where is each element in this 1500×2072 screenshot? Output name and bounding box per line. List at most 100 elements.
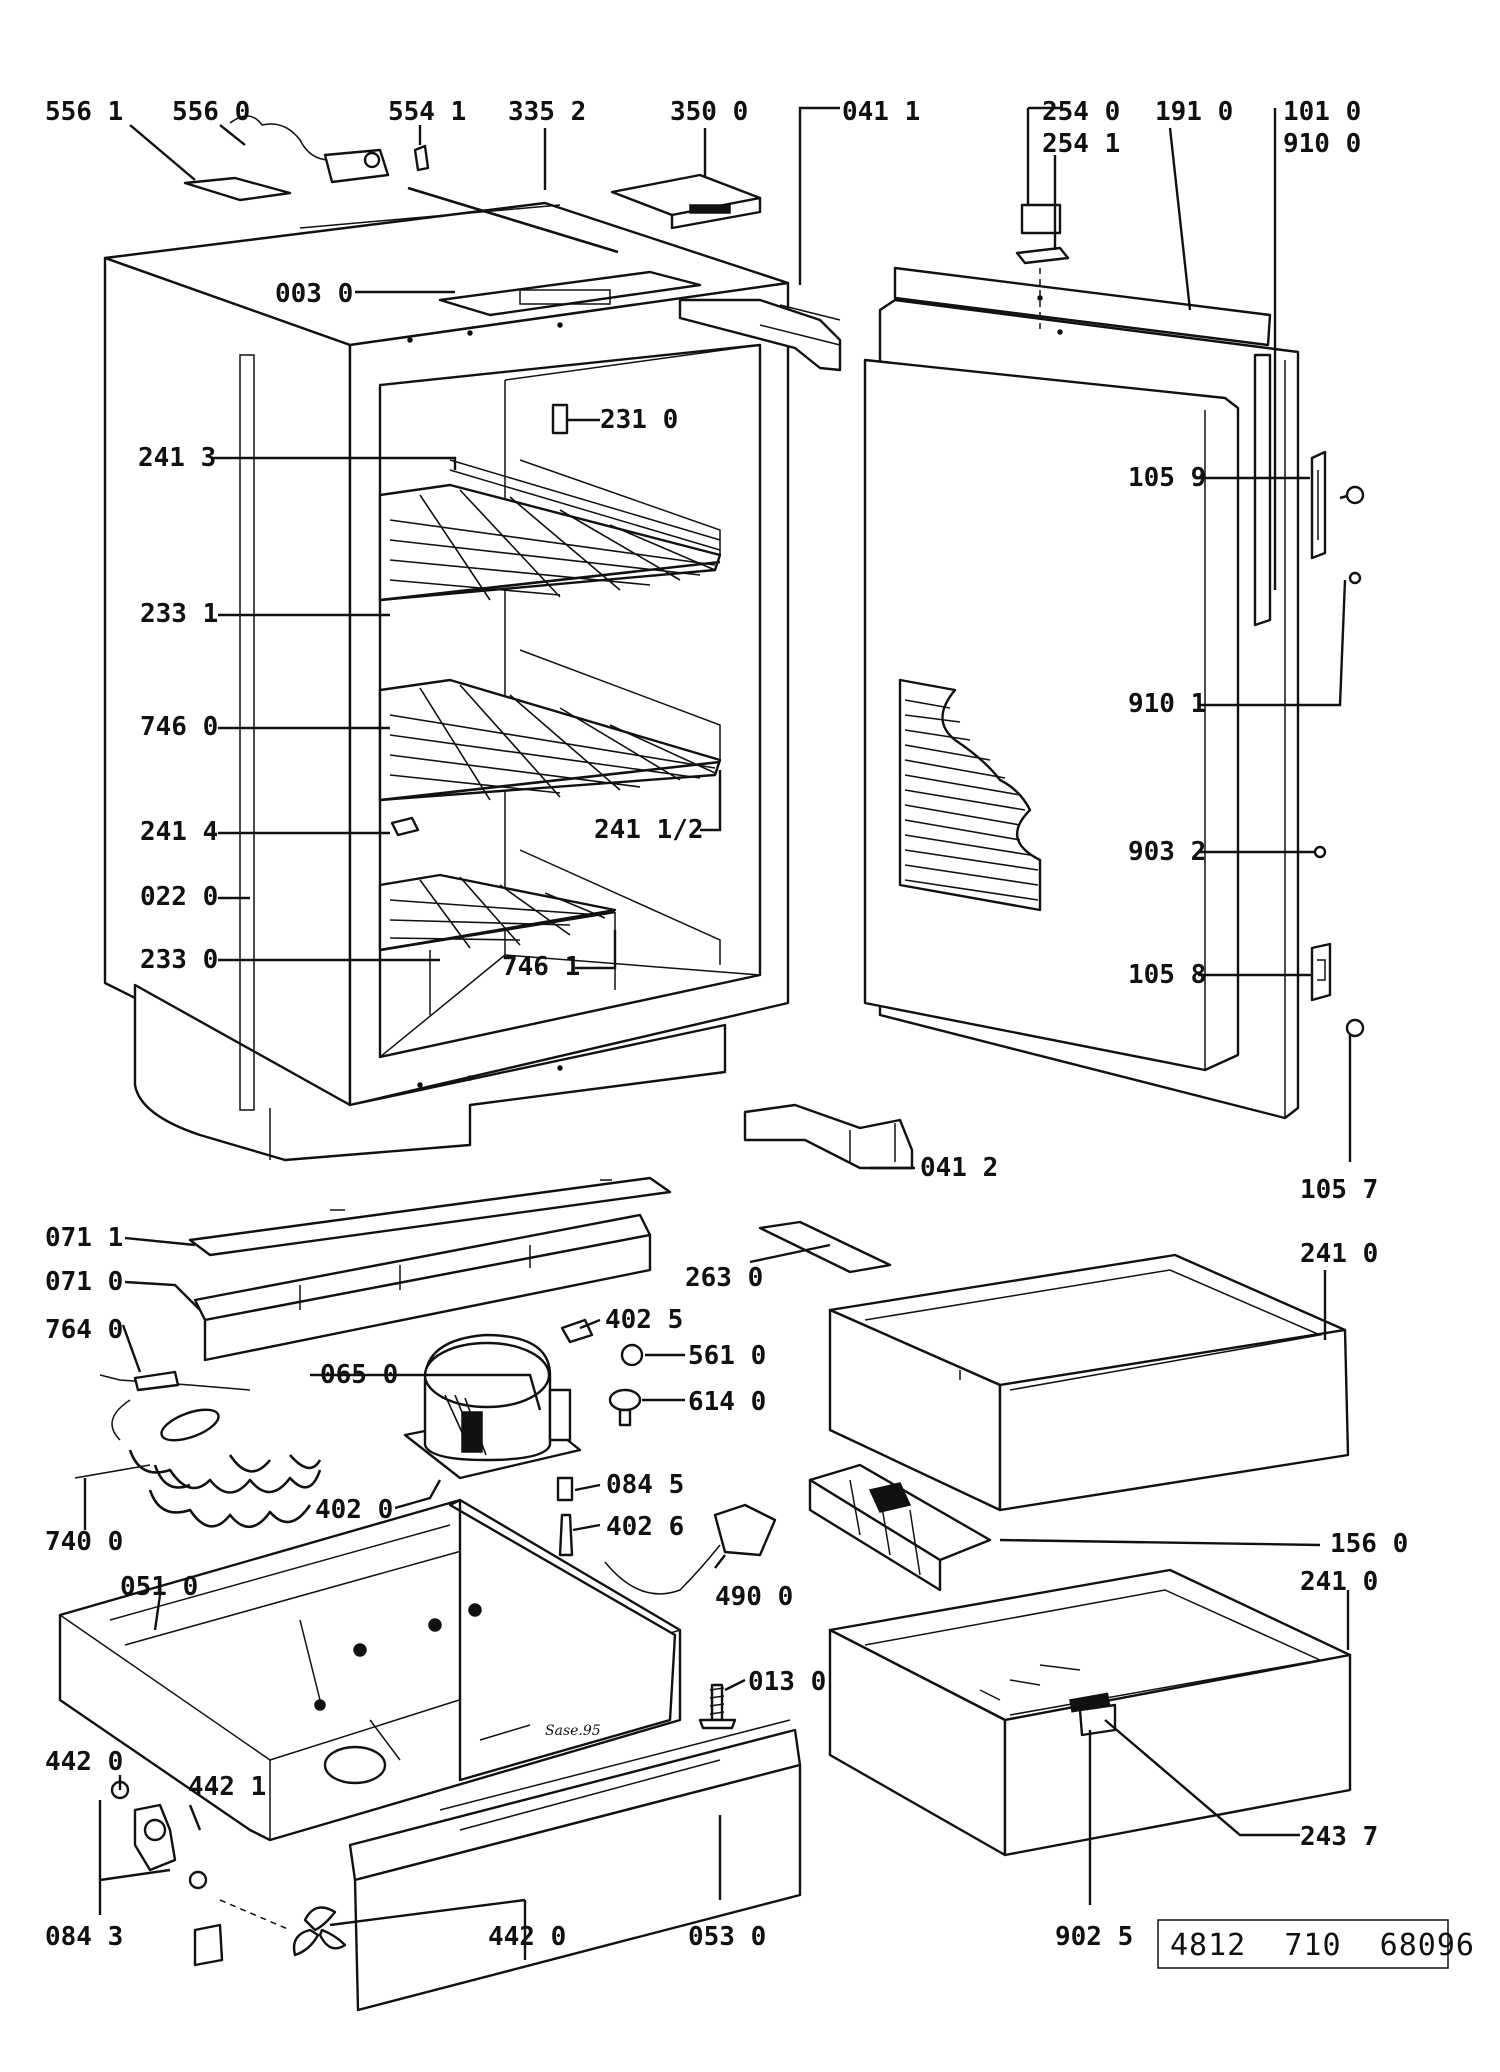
label-241-0-upper: 241 0: [1300, 1239, 1378, 1269]
label-105-7: 105 7: [1300, 1175, 1378, 1205]
label-614-0: 614 0: [688, 1387, 766, 1417]
label-003-0: 003 0: [275, 279, 353, 309]
label-013-0: 013 0: [748, 1667, 826, 1697]
label-071-0: 071 0: [45, 1267, 123, 1297]
label-053-0: 053 0: [688, 1922, 766, 1952]
hinge-upper-041-1: [678, 298, 842, 372]
label-556-1: 556 1: [45, 97, 123, 127]
part-254-0: [1020, 203, 1062, 235]
label-084-5: 084 5: [606, 1470, 684, 1500]
condenser-coil-740-0: [99, 1374, 322, 1529]
cabinet-body: [103, 186, 790, 1162]
part-241-4: [390, 816, 420, 837]
label-335-2: 335 2: [508, 97, 586, 127]
label-402-6: 402 6: [606, 1512, 684, 1542]
label-903-2: 903 2: [1128, 837, 1206, 867]
document-number: 4812 710 68096: [1170, 1928, 1475, 1963]
label-556-0: 556 0: [172, 97, 250, 127]
label-746-0: 746 0: [140, 712, 218, 742]
fan-bracket: [193, 1923, 224, 1967]
label-065-0: 065 0: [320, 1360, 398, 1390]
drawing-marking: Sase.95: [545, 1723, 601, 1739]
part-556-0: [229, 115, 390, 184]
plinth-cover-071-1: [188, 1176, 672, 1257]
wire-shelf-upper: [378, 459, 722, 602]
label-241-3: 241 3: [138, 443, 216, 473]
part-561-0: [620, 1343, 644, 1367]
power-cable-490-0: [604, 1503, 777, 1595]
label-233-1: 233 1: [140, 599, 218, 629]
label-902-5: 902 5: [1055, 1922, 1133, 1952]
label-084-3: 084 3: [45, 1922, 123, 1952]
label-402-5: 402 5: [605, 1305, 683, 1335]
label-243-7: 243 7: [1300, 1822, 1378, 1852]
label-561-0: 561 0: [688, 1341, 766, 1371]
ice-tray-156-0: [808, 1463, 992, 1592]
label-241-12: 241 1/2: [594, 815, 704, 845]
part-402-6: [558, 1513, 574, 1557]
label-442-1: 442 1: [188, 1772, 266, 1802]
label-554-1: 554 1: [388, 97, 466, 127]
part-402-5: [560, 1318, 594, 1344]
part-910-1: [1348, 571, 1362, 585]
label-191-0: 191 0: [1155, 97, 1233, 127]
label-254-0: 254 0: [1042, 97, 1120, 127]
label-241-4: 241 4: [140, 817, 218, 847]
label-241-0-lower: 241 0: [1300, 1567, 1378, 1597]
label-442-0-lower: 442 0: [488, 1922, 566, 1952]
label-740-0: 740 0: [45, 1527, 123, 1557]
document-number-box: 4812 710 68096: [1157, 1919, 1475, 1969]
part-554-1: [413, 144, 430, 172]
label-764-0: 764 0: [45, 1315, 123, 1345]
label-105-9: 105 9: [1128, 463, 1206, 493]
label-263-0: 263 0: [685, 1263, 763, 1293]
part-231-0: [551, 403, 569, 435]
part-105-8: [1310, 942, 1332, 1002]
label-041-1: 041 1: [842, 97, 920, 127]
shelf-rail-241-3: [449, 459, 721, 551]
compressor-402-0: [403, 1333, 582, 1480]
fan-motor-442-1: [133, 1803, 177, 1872]
label-910-1: 910 1: [1128, 689, 1206, 719]
label-233-0: 233 0: [140, 945, 218, 975]
leader-lines: [83, 106, 1352, 1960]
wire-shelf-middle: [378, 649, 722, 802]
part-105-7: [1345, 1018, 1365, 1038]
hinge-lower-041-2: [743, 1103, 914, 1170]
drawer-upper-241-0: [828, 1253, 1350, 1512]
part-254-1: [1015, 246, 1070, 265]
label-051-0: 051 0: [120, 1572, 198, 1602]
door-assembly: [863, 266, 1300, 1120]
label-402-0: 402 0: [315, 1495, 393, 1525]
label-746-1: 746 1: [502, 952, 580, 982]
part-910-0: [1345, 485, 1365, 505]
part-556-1: [183, 176, 292, 202]
part-labels: 556 1 556 0 554 1 335 2 350 0 041 1 254 …: [45, 97, 1408, 1952]
screw-013-0: [698, 1683, 737, 1730]
label-490-0: 490 0: [715, 1582, 793, 1612]
label-041-2: 041 2: [920, 1153, 998, 1183]
base-tray-051-0: [58, 1498, 682, 1842]
label-105-8: 105 8: [1128, 960, 1206, 990]
drawer-lower-241-0: [828, 1568, 1352, 1857]
label-254-1: 254 1: [1042, 129, 1120, 159]
label-231-0: 231 0: [600, 405, 678, 435]
plinth-rail-071-0: [193, 1213, 652, 1362]
label-101-0: 101 0: [1283, 97, 1361, 127]
label-442-0-upper: 442 0: [45, 1747, 123, 1777]
label-910-0: 910 0: [1283, 129, 1361, 159]
part-764-0: [133, 1370, 180, 1392]
front-grille-053-0: [348, 1719, 802, 2012]
part-084-5: [556, 1476, 574, 1502]
label-156-0: 156 0: [1330, 1529, 1408, 1559]
part-614-0: [608, 1388, 642, 1427]
part-105-9: [1310, 450, 1327, 560]
label-350-0: 350 0: [670, 97, 748, 127]
part-350-0: [610, 173, 762, 230]
fan-blade-442-0: [292, 1906, 347, 1957]
part-084-3: [188, 1870, 208, 1890]
label-022-0: 022 0: [140, 882, 218, 912]
label-071-1: 071 1: [45, 1223, 123, 1253]
part-903-2: [1313, 845, 1327, 859]
